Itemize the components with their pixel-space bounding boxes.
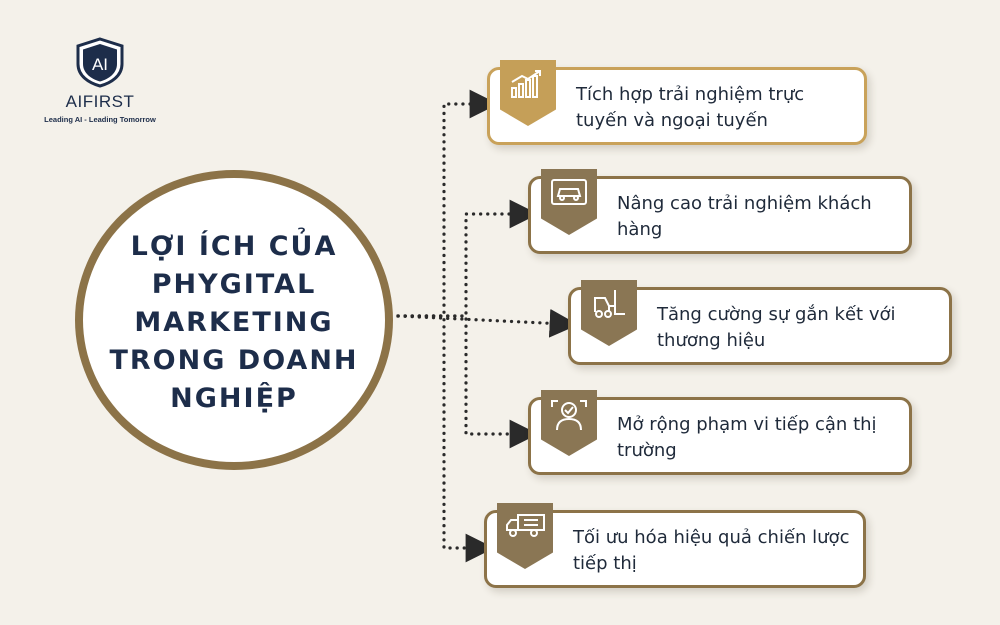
car-screen-icon [541, 169, 597, 235]
connector-line-4 [396, 314, 539, 449]
connector-line-5 [396, 314, 495, 563]
benefit-card-1: Tích hợp trải nghiệm trực tuyến và ngoại… [487, 60, 867, 145]
benefit-text-2: Nâng cao trải nghiệm khách hàng [617, 193, 872, 240]
brand-tagline: Leading AI - Leading Tomorrow [44, 115, 156, 124]
benefit-card-5: Tối ưu hóa hiệu quả chiến lược tiếp thị [484, 503, 866, 588]
shield-logo-icon: AI [76, 37, 124, 88]
connector-line-3 [396, 308, 579, 338]
brand-name: AIFIRST [65, 92, 135, 111]
benefit-text-4: Mở rộng phạm vi tiếp cận thị trường [617, 414, 877, 461]
benefit-card-3: Tăng cường sự gắn kết với thương hiệu [568, 280, 952, 365]
diagram-title: LỢI ÍCH CỦA PHYGITAL MARKETING TRONG DOA… [109, 231, 359, 414]
benefit-text-5: Tối ưu hóa hiệu quả chiến lược tiếp thị [573, 527, 850, 574]
benefit-text-1: Tích hợp trải nghiệm trực tuyến và ngoại… [576, 84, 805, 131]
connector-line-1 [396, 89, 499, 318]
face-scan-icon [541, 390, 597, 456]
benefit-text-3: Tăng cường sự gắn kết với thương hiệu [657, 304, 896, 351]
growth-chart-icon [500, 60, 556, 126]
connector-line-2 [396, 199, 539, 318]
forklift-icon [581, 280, 637, 346]
aifirst-logo: AI AIFIRST Leading AI - Leading Tomorrow [30, 36, 170, 124]
title-circle: LỢI ÍCH CỦA PHYGITAL MARKETING TRONG DOA… [75, 170, 393, 470]
logo-letters: AI [92, 55, 108, 74]
benefit-card-2: Nâng cao trải nghiệm khách hàng [528, 169, 912, 254]
benefit-card-4: Mở rộng phạm vi tiếp cận thị trường [528, 390, 912, 475]
truck-icon [497, 503, 553, 569]
